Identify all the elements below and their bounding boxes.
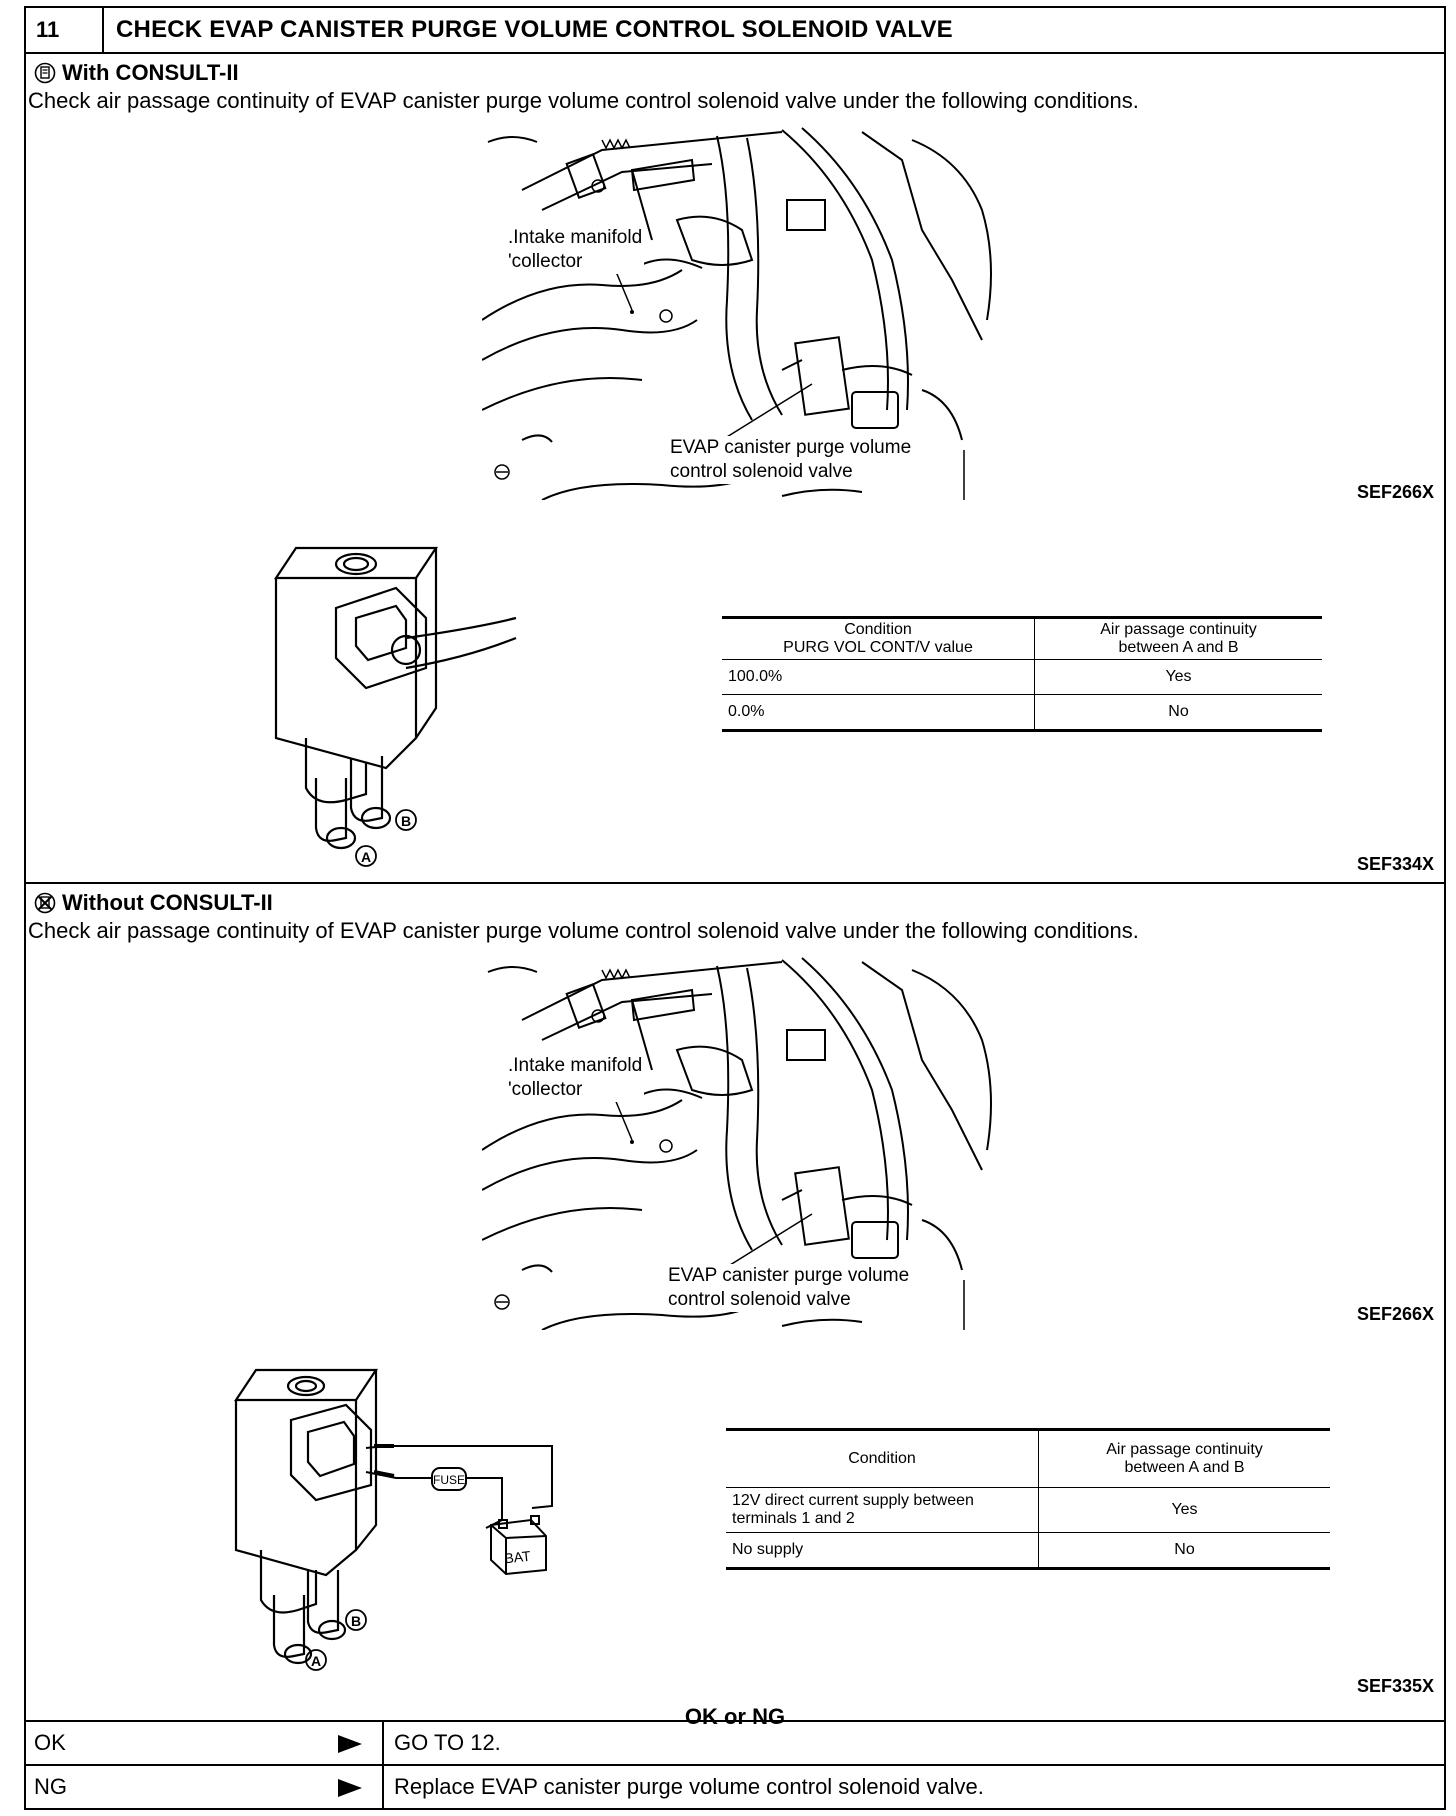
step-title: CHECK EVAP CANISTER PURGE VOLUME CONTROL… (116, 16, 953, 43)
table-cell: Yes (1034, 659, 1322, 695)
column-divider (382, 1766, 384, 1808)
valve-figure-2: FUSE BAT B A (216, 1360, 636, 1690)
ok-or-ng-heading: OK or NG (684, 1704, 786, 1729)
solenoid-valve-battery-illustration: FUSE BAT B A (233, 1368, 553, 1671)
table-cell: 100.0% (722, 659, 1035, 695)
with-consult-heading-text: With CONSULT-II (62, 60, 239, 85)
solenoid-valve-illustration-1: B A (273, 546, 517, 867)
table-cell: 0.0% (722, 694, 1035, 732)
no-consult-tool-icon (34, 892, 56, 914)
without-consult-instruction: Check air passage continuity of EVAP can… (28, 918, 1139, 943)
purge-valve-label-2: EVAP canister purge volume control solen… (666, 1264, 912, 1312)
engine-photo-2: .Intake manifold 'collector EVAP caniste… (481, 950, 1002, 1331)
table-cell: No supply (726, 1532, 1039, 1570)
column-divider (382, 1722, 384, 1764)
table-cell: 12V direct current supply between termin… (726, 1487, 1039, 1533)
engine-photo-1: .Intake manifold 'collector EVAP caniste… (481, 120, 1002, 501)
result-row-ng: NG Replace EVAP canister purge volume co… (26, 1764, 1444, 1808)
fuse-label: FUSE (433, 1473, 465, 1487)
procedure-frame: 11 CHECK EVAP CANISTER PURGE VOLUME CONT… (24, 6, 1446, 1810)
figure-code-sef335x: SEF335X (1356, 1676, 1434, 1696)
table-header-condition-2: Condition (726, 1428, 1039, 1488)
valve-figure-1: B A (256, 538, 536, 868)
battery-label: BAT (504, 1548, 532, 1567)
arrow-right-icon (338, 1735, 362, 1753)
result-key-ng: NG (34, 1774, 67, 1799)
consult-tool-icon (34, 62, 56, 84)
port-a-label-2: A (311, 1653, 321, 1669)
table-cell: No (1038, 1532, 1330, 1570)
section-divider (26, 882, 1444, 884)
table-header-continuity-1: Air passage continuity between A and B (1034, 616, 1322, 660)
step-header: 11 CHECK EVAP CANISTER PURGE VOLUME CONT… (26, 8, 1444, 54)
consult-condition-table: Condition PURG VOL CONT/V value Air pass… (722, 616, 1322, 732)
result-action-ng: Replace EVAP canister purge volume contr… (394, 1774, 984, 1799)
figure-code-sef266x-1: SEF266X (1356, 482, 1434, 502)
figure-code-sef266x-2: SEF266X (1356, 1304, 1434, 1324)
step-number: 11 (26, 8, 104, 52)
with-consult-heading: With CONSULT-II (34, 60, 239, 86)
arrow-right-icon (338, 1779, 362, 1797)
engine-illustration-1 (481, 127, 992, 501)
direct-supply-condition-table: Condition Air passage continuity between… (726, 1428, 1330, 1570)
table-row: 100.0% Yes (722, 659, 1322, 695)
figure-code-sef334x: SEF334X (1356, 854, 1434, 874)
table-row: No supply No (726, 1532, 1330, 1570)
without-consult-heading-text: Without CONSULT-II (62, 890, 273, 915)
result-row-ok: OK GO TO 12. (26, 1720, 1444, 1764)
without-consult-heading: Without CONSULT-II (34, 890, 273, 916)
table-cell: Yes (1038, 1487, 1330, 1533)
table-header-condition-1: Condition PURG VOL CONT/V value (722, 616, 1035, 660)
table-row: 0.0% No (722, 694, 1322, 732)
table-row: 12V direct current supply between termin… (726, 1487, 1330, 1533)
table-header-continuity-2: Air passage continuity between A and B (1038, 1428, 1330, 1488)
with-consult-instruction: Check air passage continuity of EVAP can… (28, 88, 1139, 113)
port-a-label-1: A (361, 849, 371, 865)
purge-valve-label-1: EVAP canister purge volume control solen… (668, 436, 914, 484)
result-key-ok: OK (34, 1730, 66, 1755)
port-b-label-2: B (351, 1613, 361, 1629)
intake-manifold-label-1: .Intake manifold 'collector (506, 226, 645, 274)
table-cell: No (1034, 694, 1322, 732)
engine-illustration-2 (481, 957, 992, 1331)
result-action-ok: GO TO 12. (394, 1730, 501, 1755)
port-b-label-1: B (401, 813, 411, 829)
intake-manifold-label-2: .Intake manifold 'collector (506, 1054, 645, 1102)
